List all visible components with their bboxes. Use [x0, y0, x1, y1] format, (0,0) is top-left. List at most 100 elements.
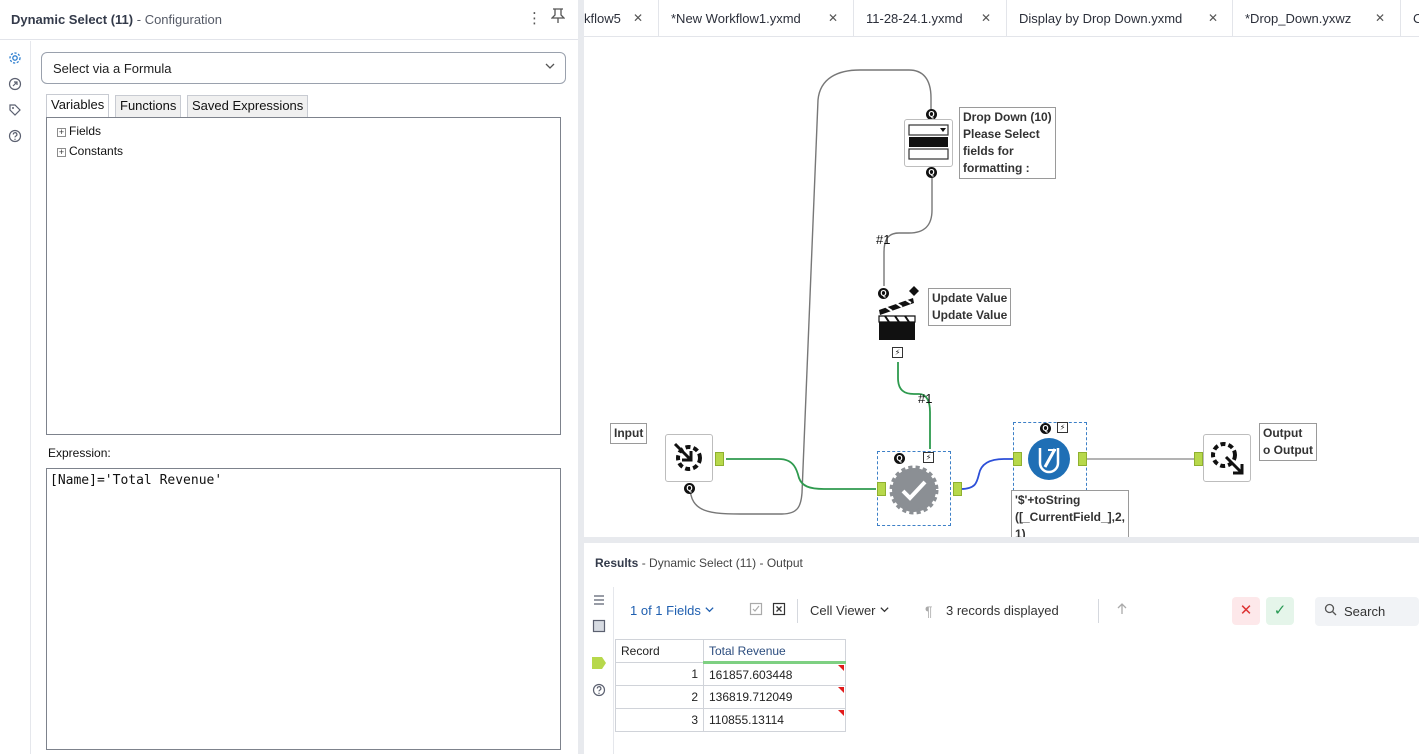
search-icon — [1324, 603, 1337, 619]
doc-tab-11-28-24[interactable]: 11-28-24.1.yxmd ✕ — [854, 0, 1007, 36]
clapperboard-icon — [878, 286, 919, 340]
close-icon[interactable]: ✕ — [1375, 11, 1386, 25]
results-grid: Record Total Revenue 1 161857.603448 2 1… — [615, 639, 846, 732]
dynamic-select-icon — [889, 465, 939, 515]
results-panel: Results - Dynamic Select (11) - Output 1… — [584, 543, 1419, 754]
drop-down-output-anchor[interactable]: Q — [926, 167, 937, 178]
horizontal-splitter[interactable] — [584, 537, 1419, 543]
pilcrow-icon[interactable]: ¶ — [925, 603, 933, 619]
dynamic-select-output-anchor[interactable] — [953, 482, 962, 496]
input-output-anchor[interactable] — [715, 452, 724, 466]
dynamic-select-input-anchor[interactable] — [877, 482, 886, 496]
tree-item-fields[interactable]: +Fields — [57, 124, 101, 138]
update-value-action-anchor[interactable]: ⚡ — [892, 347, 903, 358]
macro-output-tool[interactable] — [1203, 434, 1251, 482]
macro-input-tool[interactable] — [665, 434, 713, 482]
chevron-down-icon — [704, 603, 715, 618]
dynamic-select-action-anchor[interactable]: ⚡ — [923, 452, 934, 463]
dynamic-select-tool[interactable] — [889, 465, 939, 515]
doc-tab-overflow[interactable]: C — [1401, 0, 1419, 36]
select-check-icon[interactable] — [749, 602, 763, 619]
chevron-down-icon — [879, 603, 890, 618]
vertical-splitter[interactable] — [578, 0, 584, 754]
tab-variables[interactable]: Variables — [46, 94, 110, 118]
column-header-record[interactable]: Record — [615, 639, 704, 663]
expand-icon[interactable]: + — [57, 127, 66, 137]
grid-header-row: Record Total Revenue — [615, 639, 846, 664]
formula-action-anchor[interactable]: ⚡ — [1057, 422, 1068, 433]
close-icon[interactable]: ✕ — [981, 11, 992, 25]
cell-viewer-dropdown[interactable]: Cell Viewer — [810, 603, 890, 618]
doc-tab-label: *New Workflow1.yxmd — [671, 11, 801, 26]
data-tag-icon[interactable] — [591, 655, 607, 671]
table-row[interactable]: 1 161857.603448 — [615, 662, 846, 686]
fields-dropdown[interactable]: 1 of 1 Fields — [630, 603, 715, 618]
help-icon[interactable] — [7, 129, 23, 145]
connection-lines — [689, 69, 1194, 515]
formula-input-anchor[interactable] — [1013, 452, 1022, 466]
configuration-subtitle: - Configuration — [136, 12, 223, 27]
tab-functions[interactable]: Functions — [115, 95, 182, 117]
doc-tab-label: Display by Drop Down.yxmd — [1019, 11, 1183, 26]
total-revenue-cell[interactable]: 110855.13114 — [703, 708, 846, 732]
total-revenue-cell[interactable]: 161857.603448 — [703, 662, 846, 686]
select-mode-dropdown[interactable]: Select via a Formula — [41, 52, 566, 84]
expression-text: [Name]='Total Revenue' — [50, 473, 223, 488]
tab-saved-expressions[interactable]: Saved Expressions — [187, 95, 309, 117]
more-options-icon[interactable]: ⋮ — [527, 10, 542, 27]
results-side-rail — [584, 587, 614, 754]
total-revenue-cell[interactable]: 136819.712049 — [703, 685, 846, 709]
formula-output-anchor[interactable] — [1078, 452, 1087, 466]
connection-label: #1 — [918, 391, 933, 406]
formula-q-anchor[interactable]: Q — [1040, 423, 1051, 434]
column-header-total-revenue[interactable]: Total Revenue — [703, 639, 846, 664]
configuration-title: Dynamic Select (11) - Configuration — [11, 12, 222, 27]
pin-icon[interactable] — [550, 8, 566, 28]
multi-field-formula-tool[interactable] — [1026, 436, 1072, 482]
table-icon[interactable] — [591, 619, 607, 635]
close-icon[interactable]: ✕ — [1208, 11, 1219, 25]
update-value-q-anchor[interactable]: Q — [878, 288, 889, 299]
expression-editor[interactable]: [Name]='Total Revenue' — [46, 468, 561, 750]
help-icon[interactable] — [591, 683, 607, 699]
input-q-anchor[interactable]: Q — [684, 483, 695, 494]
configuration-header: Dynamic Select (11) - Configuration ⋮ — [0, 0, 578, 40]
expand-icon[interactable]: + — [57, 147, 66, 157]
toolbar-separator — [797, 599, 798, 623]
apply-button[interactable]: ✓ — [1266, 597, 1294, 625]
output-annotation: Output o Output — [1259, 423, 1317, 461]
toolbar-separator — [1098, 599, 1099, 623]
tag-icon[interactable] — [7, 103, 23, 119]
arrow-up-icon[interactable] — [1115, 602, 1129, 619]
macro-input-icon — [673, 442, 702, 471]
doc-tab-new-workflow1[interactable]: *New Workflow1.yxmd ✕ — [659, 0, 854, 36]
connection-label: #1 — [876, 232, 891, 247]
doc-tab-display-by-drop-down[interactable]: Display by Drop Down.yxmd ✕ — [1007, 0, 1233, 36]
workflow-canvas[interactable]: Q Q Drop Down (10) Please Select fields … — [584, 38, 1419, 537]
doc-tab-drop-down-yxwz[interactable]: *Drop_Down.yxwz ✕ — [1233, 0, 1401, 36]
record-number: 1 — [615, 662, 704, 686]
list-icon[interactable] — [591, 593, 607, 609]
drop-down-tool[interactable] — [904, 119, 953, 167]
output-input-anchor[interactable] — [1194, 452, 1203, 466]
dynamic-select-q-anchor[interactable]: Q — [894, 453, 905, 464]
doc-tab-label: 11-28-24.1.yxmd — [866, 11, 963, 26]
results-title-bold: Results — [595, 556, 639, 570]
deselect-icon[interactable] — [772, 602, 786, 619]
tree-item-constants[interactable]: +Constants — [57, 144, 123, 158]
doc-tab-workflow5[interactable]: kflow5 ✕ — [584, 0, 659, 36]
gear-icon[interactable] — [7, 51, 23, 67]
drop-down-q-anchor[interactable]: Q — [926, 109, 937, 120]
close-icon[interactable]: ✕ — [633, 11, 644, 25]
records-count: 3 records displayed — [946, 603, 1059, 618]
cancel-button[interactable]: ✕ — [1232, 597, 1260, 625]
update-value-annotation: Update Value Update Value — [928, 288, 1012, 326]
table-row[interactable]: 3 110855.13114 — [615, 708, 846, 732]
update-value-tool[interactable] — [874, 284, 920, 342]
formula-icon — [1028, 438, 1070, 480]
search-input[interactable]: Search — [1315, 597, 1419, 626]
close-icon[interactable]: ✕ — [828, 11, 839, 25]
table-row[interactable]: 2 136819.712049 — [615, 685, 846, 709]
link-icon[interactable] — [7, 77, 23, 93]
results-title: Results - Dynamic Select (11) - Output — [595, 556, 803, 570]
